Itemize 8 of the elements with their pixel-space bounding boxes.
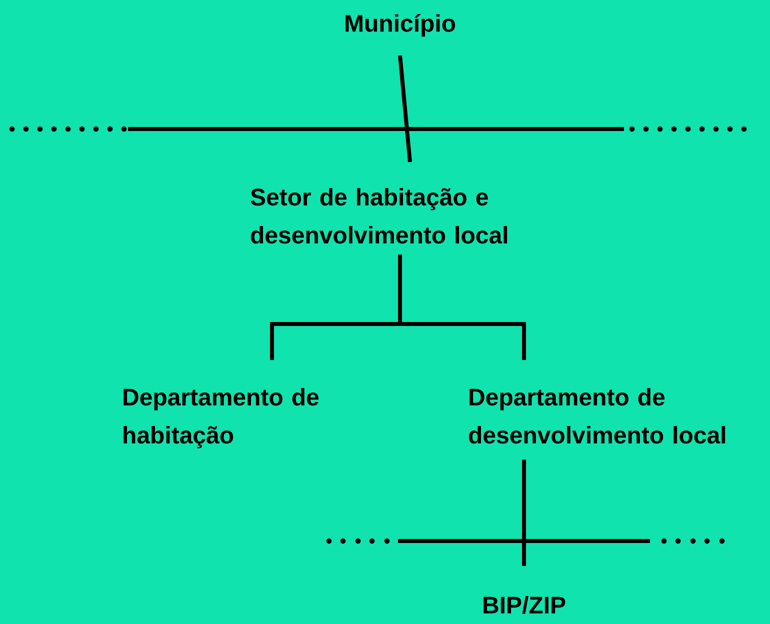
connector-line xyxy=(398,55,412,162)
node-label: Setor de habitação e desenvolvimento local xyxy=(250,188,508,244)
connector-line xyxy=(398,254,526,360)
node-label: BIP/ZIP xyxy=(484,596,566,614)
node-label: Município xyxy=(346,14,456,37)
node-label: Departamento de desenvolvimento local xyxy=(469,388,726,444)
connector-line xyxy=(522,460,526,566)
node-label: Departamento de habitação xyxy=(124,388,319,448)
